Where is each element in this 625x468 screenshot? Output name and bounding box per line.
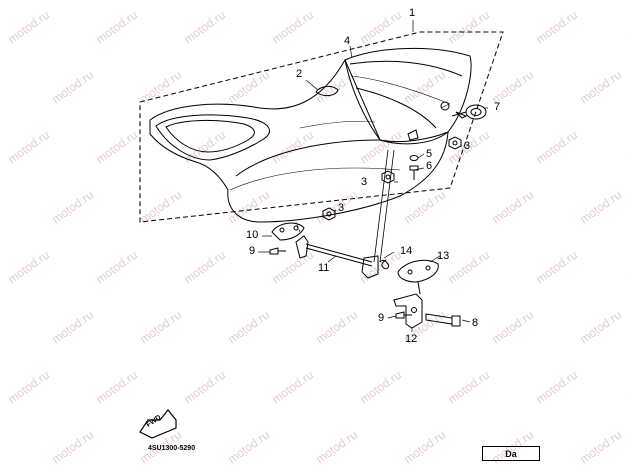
callout-7: 7 [494,101,501,113]
callout-3-top: 3 [464,140,471,152]
callout-9-right: 9 [378,312,385,324]
callout-10: 10 [246,229,259,241]
callout-1: 1 [409,7,416,19]
part-6-bolt [409,165,419,180]
part-10-bracket [271,222,305,241]
part-14-spring [379,259,389,270]
callout-14: 14 [400,245,413,257]
part-12-bracket [393,293,423,329]
diagram-code: 4SU1300-5290 [148,445,196,452]
callout-8: 8 [472,317,479,329]
callout-3-low: 3 [338,202,345,214]
fwd-arrow-icon [139,409,177,439]
part-8-pin [425,313,461,327]
language-code-box: Da [482,446,540,461]
callout-3-mid: 3 [361,176,368,188]
part-9-screw-right [395,311,412,319]
part-7-knob [451,104,487,120]
part-9-screw-left [269,247,286,255]
assembly-boundary [139,31,504,223]
callout-2: 2 [296,68,303,80]
callout-11: 11 [318,262,330,274]
part-13-lock [397,259,439,295]
part-5-washer [409,155,419,161]
callout-9-left: 9 [249,245,256,257]
part-2-strap [315,85,339,97]
callout-6: 6 [426,160,433,172]
language-code: Da [505,448,517,459]
callout-4: 4 [344,35,351,47]
seat-assembly [149,47,472,223]
callout-5: 5 [426,148,433,160]
callout-13: 13 [437,250,450,262]
callout-12: 12 [405,333,418,345]
leader-lines [258,20,488,332]
part-11-rod [295,235,379,279]
